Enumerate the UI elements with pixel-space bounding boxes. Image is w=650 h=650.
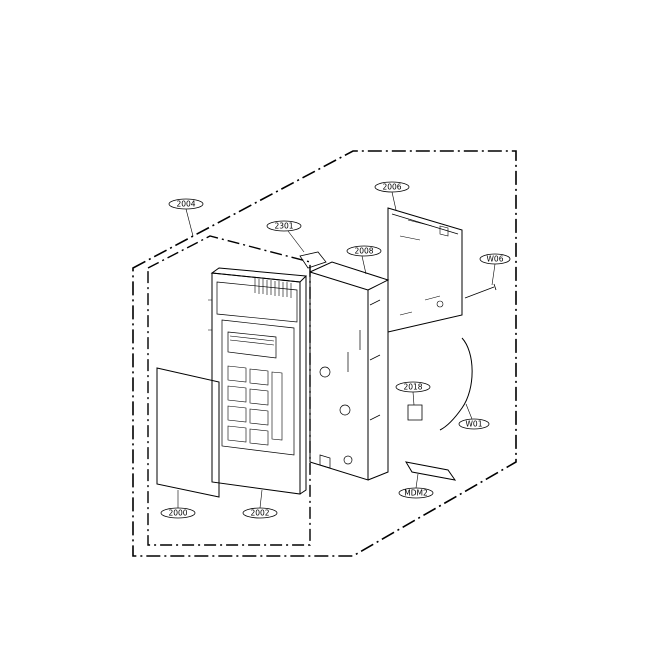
callout-2000: 2000 (160, 490, 196, 519)
label-2018: 2018 (403, 383, 422, 392)
label-2301: 2301 (274, 222, 293, 231)
mounting-bracket (309, 261, 390, 481)
callout-2006: 2006 (374, 181, 410, 211)
callout-w06: W06 (479, 253, 511, 286)
callout-2301: 2301 (266, 220, 305, 253)
label-w01: W01 (466, 420, 483, 429)
label-2002: 2002 (250, 509, 269, 518)
label-2006: 2006 (382, 183, 401, 192)
module-board (404, 461, 457, 481)
small-bracket (299, 251, 327, 269)
screw (464, 283, 497, 299)
label-w06: W06 (487, 255, 504, 264)
label-mdm2: MDM2 (404, 489, 428, 498)
callout-2018: 2018 (395, 381, 431, 406)
wire-harness (439, 337, 473, 431)
pcb-board (387, 207, 463, 333)
assembly-boundary-inner (147, 235, 311, 546)
callout-mdm2: MDM2 (398, 473, 434, 499)
top-vent-slots (254, 278, 292, 298)
label-2008: 2008 (354, 247, 373, 256)
callout-w01: W01 (458, 403, 490, 430)
label-2000: 2000 (168, 509, 187, 518)
film-sheet (156, 367, 220, 498)
label-2004: 2004 (176, 200, 195, 209)
callout-2008: 2008 (346, 245, 382, 275)
callout-2004: 2004 (168, 198, 204, 237)
keypad-buttons (227, 365, 283, 446)
connector (407, 404, 423, 421)
assembly-boundary-outer (132, 150, 517, 557)
control-panel-frame (208, 267, 308, 495)
callout-2002: 2002 (242, 489, 278, 519)
